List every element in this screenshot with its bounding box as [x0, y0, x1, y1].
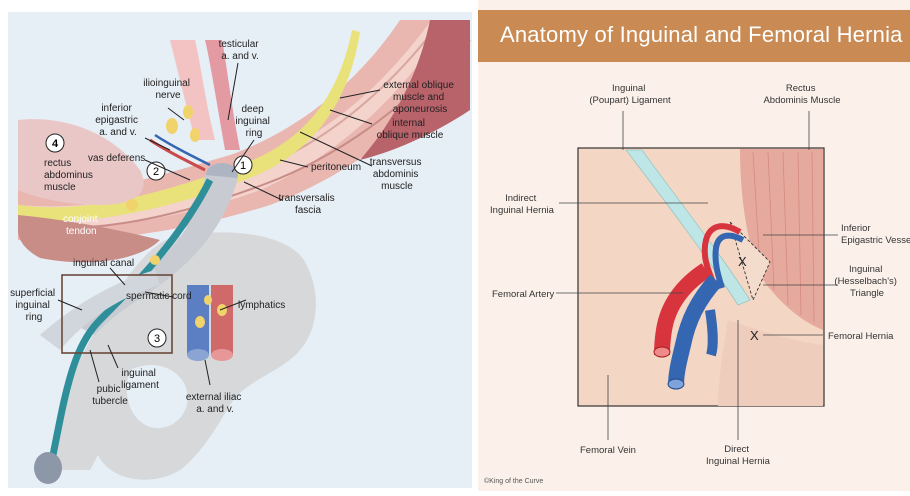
- label-inguinal-canal: inguinal canal: [73, 258, 134, 269]
- inguinal-canal-illustration: 1 2 3 4 testicular: [0, 0, 474, 491]
- x-mark-hesselbach: X: [738, 254, 747, 269]
- label-femoral-vein: Femoral Vein: [580, 445, 636, 456]
- label-inguinal-ligament: inguinal ligament: [121, 368, 159, 391]
- label-femoral-hernia: Femoral Hernia: [828, 331, 894, 342]
- label-hesselbach-triangle: Inguinal (Hesselbach's) Triangle: [834, 264, 899, 299]
- label-testicular: testicular a. and v.: [219, 39, 262, 62]
- svg-text:3: 3: [154, 333, 160, 345]
- label-inferior-epigastric-vessel: Inferior Epigastric Vessel: [841, 223, 910, 246]
- label-external-oblique: external oblique muscle and aponeurosis: [383, 80, 456, 115]
- external-iliac-artery: [211, 285, 233, 355]
- label-vas-deferens: vas deferens: [88, 153, 145, 164]
- label-pubic-tubercle: pubic tubercle: [92, 384, 128, 407]
- label-femoral-artery: Femoral Artery: [492, 289, 555, 300]
- label-peritoneum: peritoneum: [311, 162, 361, 173]
- inguinal-anatomy-drawing: 1 2 3 4 testicular: [0, 0, 474, 491]
- label-rectus-abdominis: Rectus Abdominis Muscle: [763, 83, 840, 106]
- label-indirect-hernia: Indirect Inguinal Hernia: [490, 193, 555, 216]
- hernia-diagram: X X Inguinal (Poupart) Ligament Rectus A…: [478, 0, 910, 491]
- marker-3: 3: [148, 329, 166, 347]
- label-conjoint-tendon: conjoint tendon: [63, 214, 100, 237]
- label-spermatic-cord: spermatic cord: [126, 291, 192, 302]
- label-lymphatics: lymphatics: [238, 300, 285, 311]
- label-direct-hernia: Direct Inguinal Hernia: [706, 444, 771, 467]
- marker-4: 4: [46, 134, 64, 152]
- testis: [34, 452, 62, 484]
- label-inferior-epigastric: inferior epigastric a. and v.: [95, 103, 141, 138]
- x-mark-femoral: X: [750, 328, 759, 343]
- svg-text:1: 1: [240, 160, 246, 172]
- credit-text: ©King of the Curve: [484, 478, 543, 485]
- svg-text:2: 2: [153, 166, 159, 178]
- svg-text:4: 4: [52, 138, 59, 150]
- label-inguinal-poupart: Inguinal (Poupart) Ligament: [589, 83, 671, 106]
- hernia-anatomy-panel: Anatomy of Inguinal and Femoral Hernia X…: [478, 0, 910, 491]
